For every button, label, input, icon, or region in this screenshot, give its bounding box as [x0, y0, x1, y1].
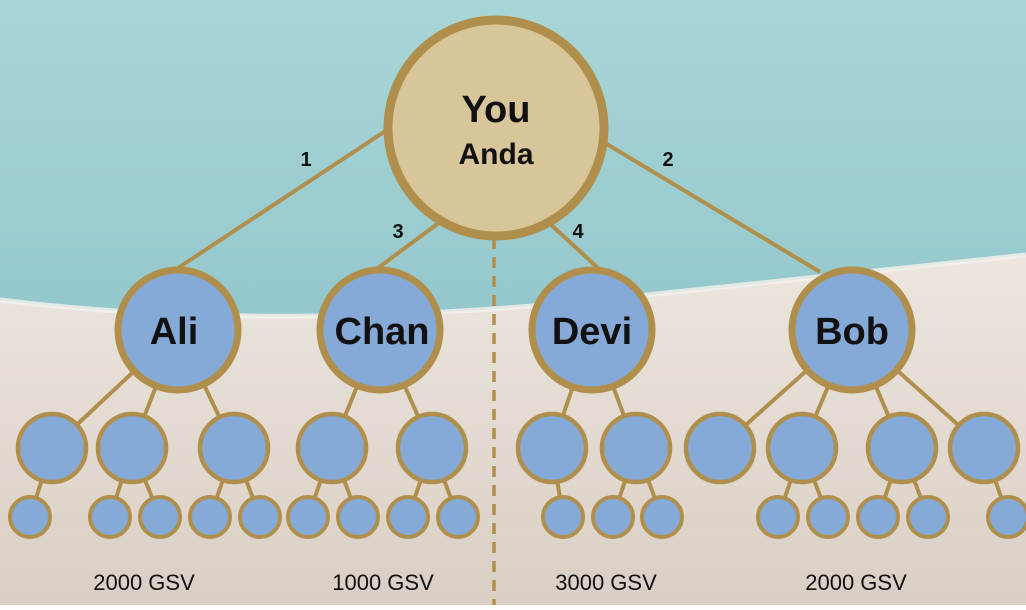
member-node-bob[interactable]: Bob: [788, 266, 916, 394]
member-name-ali: Ali: [150, 311, 199, 353]
edge-label-ali: 1: [300, 149, 311, 171]
root-subtitle: Anda: [459, 138, 534, 171]
member-name-bob: Bob: [815, 311, 889, 353]
gsv-label-ali-group: 2000 GSV: [93, 570, 195, 595]
gsv-label-devi-group: 3000 GSV: [555, 570, 657, 595]
edge-label-chan: 3: [392, 221, 403, 243]
edge-root-devi: [546, 220, 600, 270]
member-node-chan[interactable]: Chan: [316, 266, 444, 394]
gsv-label-bob-group: 2000 GSV: [805, 570, 907, 595]
edge-root-bob: [598, 138, 822, 274]
root-node-you[interactable]: You Anda: [383, 15, 609, 241]
edge-root-chan: [376, 220, 442, 270]
edge-label-bob: 2: [662, 149, 673, 171]
level-2-nodes: [15, 411, 1021, 485]
root-title: You: [462, 89, 531, 131]
edge-root-ali: [176, 126, 392, 270]
gsv-label-chan-group: 1000 GSV: [332, 570, 434, 595]
member-name-devi: Devi: [552, 311, 632, 353]
member-node-ali[interactable]: Ali: [114, 266, 242, 394]
level-3-nodes: [8, 495, 1026, 539]
edge-label-devi: 4: [572, 221, 584, 243]
member-name-chan: Chan: [335, 311, 430, 353]
member-node-devi[interactable]: Devi: [528, 266, 656, 394]
